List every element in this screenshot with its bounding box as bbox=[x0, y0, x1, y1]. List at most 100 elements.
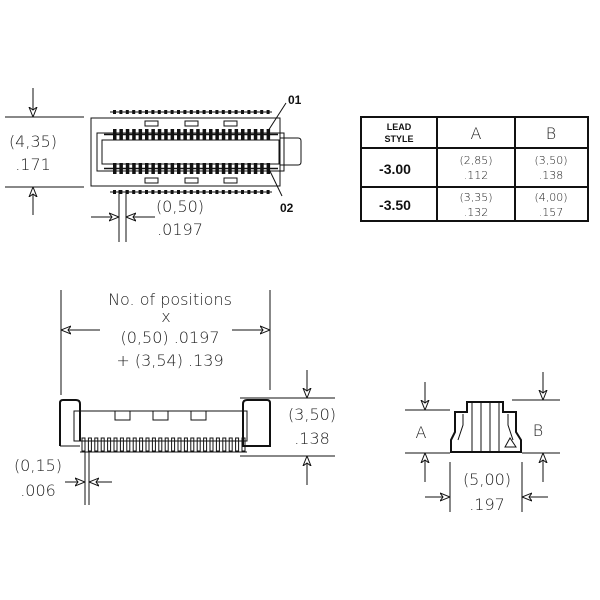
cell-b-mm: (4,00) bbox=[534, 191, 567, 204]
header-lead: LEAD bbox=[387, 122, 412, 132]
lead-tab bbox=[266, 190, 270, 194]
length-pitch: (0,50) .0197 bbox=[121, 328, 220, 347]
lead-tab bbox=[253, 110, 257, 114]
cell-a-in: .132 bbox=[464, 206, 489, 219]
contact-pin bbox=[164, 437, 169, 452]
header-b: B bbox=[546, 124, 556, 143]
connector-side-body bbox=[450, 401, 522, 453]
front-view: No. of positions x (0,50) .0197 + (3,54)… bbox=[14, 290, 336, 505]
cell-b-in: .157 bbox=[539, 206, 564, 219]
lead-tab bbox=[253, 190, 257, 194]
lead-tab bbox=[132, 190, 136, 194]
label-a: A bbox=[416, 423, 427, 442]
lead-tab bbox=[113, 190, 116, 194]
lead-tab bbox=[196, 190, 200, 194]
length-label: No. of positions bbox=[108, 290, 232, 309]
contact-pin bbox=[222, 437, 227, 452]
length-offset: + (3,54) .139 bbox=[116, 351, 223, 370]
lead-tab bbox=[138, 190, 142, 194]
lead-tab bbox=[196, 110, 200, 114]
lead-tab bbox=[157, 110, 161, 114]
contact-pin bbox=[203, 437, 208, 452]
contact-pin bbox=[113, 437, 118, 452]
lead-tab bbox=[228, 190, 232, 194]
lead-tab bbox=[266, 110, 270, 114]
connector-front-body bbox=[59, 399, 271, 453]
contact-pin bbox=[228, 437, 233, 452]
lead-tab bbox=[209, 190, 212, 194]
lead-tab bbox=[202, 190, 206, 194]
contact-pin bbox=[151, 437, 156, 452]
lead-tab bbox=[260, 190, 264, 194]
lead-tab bbox=[241, 190, 244, 194]
contact-pin bbox=[126, 437, 131, 452]
lead-tab bbox=[125, 190, 129, 194]
pitch-mm: (0,50) bbox=[156, 197, 204, 216]
lead-tab bbox=[177, 190, 180, 194]
lead-tab bbox=[234, 190, 238, 194]
cell-a-in: .112 bbox=[464, 169, 489, 182]
lead-tab bbox=[215, 110, 219, 114]
top-view: (4,35) .171 01 02 (0,50) .0197 bbox=[5, 88, 302, 242]
cell-a-mm: (2,85) bbox=[459, 154, 492, 167]
pin-label-02: 02 bbox=[280, 201, 294, 215]
height-in: .138 bbox=[294, 429, 330, 448]
lead-style-table: LEAD STYLE A B -3.00 (2,85) .112 (3,50) … bbox=[360, 116, 589, 222]
contact-pin bbox=[132, 437, 137, 452]
contact-pin bbox=[215, 437, 220, 452]
contact-pin bbox=[177, 437, 182, 452]
lead-tab bbox=[189, 110, 193, 114]
contact-pin bbox=[87, 437, 92, 452]
row-style: -3.50 bbox=[379, 197, 411, 213]
lead-tab bbox=[228, 110, 232, 114]
height-mm: (3,50) bbox=[288, 405, 336, 424]
pin-label-01: 01 bbox=[288, 93, 302, 107]
lead-tab bbox=[119, 190, 123, 194]
contact-pin bbox=[241, 437, 246, 452]
lead-tab bbox=[183, 190, 187, 194]
contact-pin bbox=[119, 437, 124, 452]
contact-pin bbox=[100, 437, 105, 452]
contact-pin bbox=[235, 437, 240, 452]
length-times: x bbox=[161, 307, 170, 326]
connector-top-body bbox=[90, 110, 302, 194]
row-style: -3.00 bbox=[379, 161, 411, 177]
lead-tab bbox=[209, 110, 212, 114]
lead-tab bbox=[170, 190, 174, 194]
contact-pin bbox=[81, 437, 86, 452]
lead-tab bbox=[164, 190, 168, 194]
lead-tab bbox=[138, 110, 142, 114]
contact-pin bbox=[158, 437, 163, 452]
lead-tab bbox=[260, 110, 264, 114]
lead-tab bbox=[215, 190, 219, 194]
lead-tab bbox=[189, 190, 193, 194]
width-mm: (5,00) bbox=[463, 470, 511, 489]
label-b: B bbox=[533, 421, 543, 440]
lead-tab bbox=[202, 110, 206, 114]
lead-tab bbox=[241, 110, 244, 114]
lead-tab bbox=[164, 110, 168, 114]
lead-tab bbox=[113, 110, 116, 114]
lead-tab bbox=[151, 190, 155, 194]
side-view: A B (5,00) .197 bbox=[405, 372, 560, 514]
lead-tab bbox=[157, 190, 161, 194]
contact-pin bbox=[171, 437, 176, 452]
header-a: A bbox=[471, 124, 482, 143]
contact-pin bbox=[183, 437, 188, 452]
contact-pin bbox=[209, 437, 214, 452]
cell-a-mm: (3,35) bbox=[459, 191, 492, 204]
contact-pin bbox=[94, 437, 99, 452]
lead-tab bbox=[247, 190, 251, 194]
contact-pin bbox=[190, 437, 195, 452]
lead-tab bbox=[234, 110, 238, 114]
lead-tab bbox=[221, 190, 225, 194]
lead-tab bbox=[119, 110, 123, 114]
lead-tab bbox=[177, 110, 180, 114]
contact-pin bbox=[196, 437, 201, 452]
header-style: STYLE bbox=[384, 134, 413, 144]
lead-tab bbox=[183, 110, 187, 114]
lead-tab bbox=[247, 110, 251, 114]
lead-in: .006 bbox=[20, 481, 56, 500]
lead-tab bbox=[125, 110, 129, 114]
